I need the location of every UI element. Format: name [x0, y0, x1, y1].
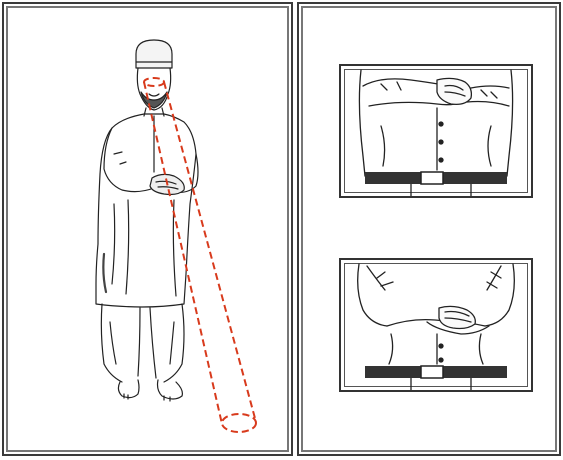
hands-on-chest-inset — [339, 64, 533, 198]
hands-folded-below-navel-icon — [341, 260, 531, 390]
standing-figure-panel — [2, 2, 293, 456]
hands-folded-on-chest-icon — [341, 66, 531, 196]
hand-positions-panel — [297, 2, 561, 456]
standing-man-hands-folded-gaze-icon — [4, 4, 291, 454]
hands-below-navel-inset — [339, 258, 533, 392]
